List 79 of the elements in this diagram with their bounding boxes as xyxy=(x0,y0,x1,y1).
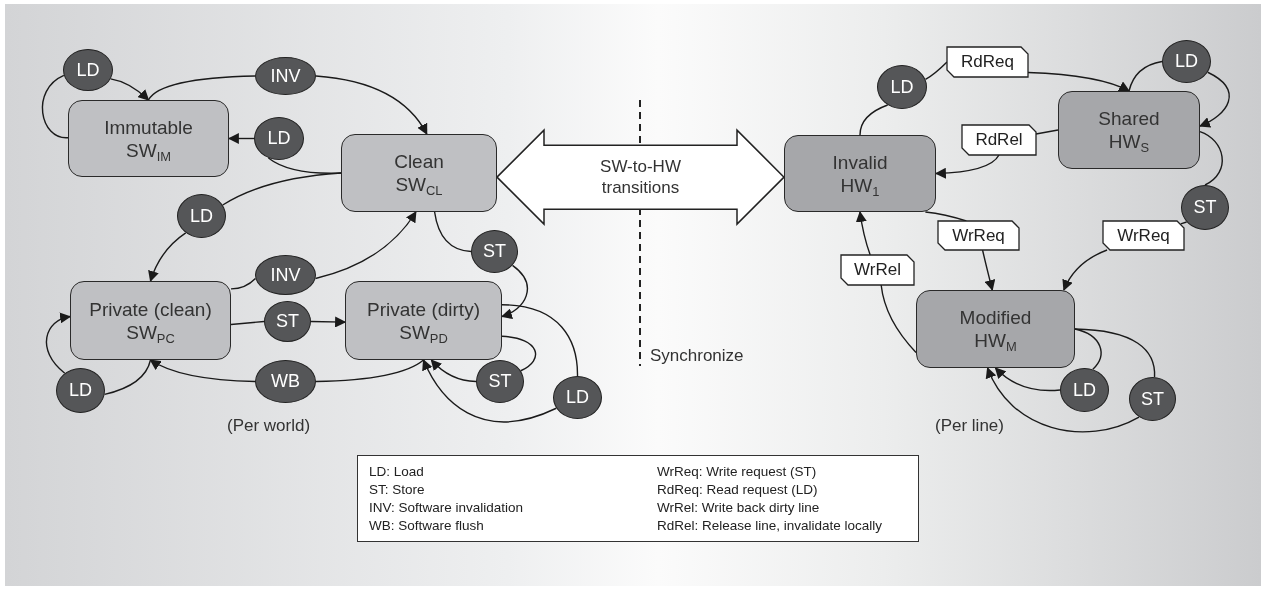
message-tag xyxy=(938,221,1019,250)
message-tag xyxy=(947,47,1028,77)
key-entry: INV: Software invalidation xyxy=(369,500,524,515)
transition-label: ST xyxy=(276,311,299,332)
state-symbol: SW$_{IM}$ xyxy=(126,138,171,162)
key-entry: ST: Store xyxy=(369,482,425,497)
transition-label: WrReq xyxy=(1117,225,1170,246)
transition-label: LD xyxy=(1175,51,1198,72)
transition-arrow xyxy=(315,75,428,135)
transition-arrow xyxy=(310,316,347,328)
transition-label: RdRel xyxy=(975,130,1023,150)
transition-arrow xyxy=(986,367,1140,433)
section-caption: (Per line) xyxy=(935,416,1004,436)
state-symbol: HW$_{S}$ xyxy=(1108,130,1150,153)
transition-arrow xyxy=(148,232,187,283)
transition-arrow xyxy=(422,359,557,423)
transition-arrow xyxy=(227,133,255,144)
state-box xyxy=(1058,91,1200,169)
state-symbol: SW$_{CL}$ xyxy=(395,173,443,196)
message-tag xyxy=(841,255,914,285)
transition-label: RdReq xyxy=(961,52,1014,72)
message-tag xyxy=(1103,221,1184,250)
transition-label: WB xyxy=(271,371,300,392)
state-name: Shared xyxy=(1098,107,1160,130)
transition-arrow xyxy=(430,359,477,383)
edge-label: SW-to-HW transitions xyxy=(599,156,682,199)
key-entry: WrRel: Write back dirty line xyxy=(657,500,820,515)
transition-arrow xyxy=(149,359,256,383)
transition-label: ST xyxy=(483,241,506,262)
transition-arrow xyxy=(500,264,528,319)
transition-label: LD xyxy=(267,128,291,149)
transition-label: INV xyxy=(270,65,301,87)
transition-label: INV xyxy=(270,264,301,286)
transition-arrow xyxy=(1199,71,1230,128)
key-entry: LD: Load xyxy=(369,464,424,479)
section-caption: (Per world) xyxy=(227,416,311,436)
state-name: Private (clean) xyxy=(89,297,212,321)
key-box xyxy=(357,455,919,542)
transition-label: WrReq xyxy=(952,225,1005,246)
divider-label: Synchronize xyxy=(650,346,744,366)
transition-label: WrRel xyxy=(854,260,901,280)
double-arrow xyxy=(495,128,786,226)
key-entry: RdReq: Read request (LD) xyxy=(657,482,818,497)
state-box xyxy=(70,281,231,360)
state-name: Clean xyxy=(394,150,444,173)
key-entry: RdRel: Release line, invalidate locally xyxy=(657,518,883,533)
state-name: Immutable xyxy=(104,115,193,139)
transition-label: LD xyxy=(890,76,914,98)
transition-label: LD xyxy=(1073,379,1096,401)
transition-label: LD xyxy=(69,380,92,401)
transition-label: LD xyxy=(190,205,213,227)
state-symbol: HW$_{1}$ xyxy=(840,173,880,197)
transition-arrow xyxy=(109,78,150,101)
transition-arrow xyxy=(1062,249,1108,291)
transition-arrow xyxy=(994,367,1061,392)
transition-arrow xyxy=(855,210,871,256)
state-symbol: SW$_{PD}$ xyxy=(399,320,448,344)
transition-label: ST xyxy=(1193,197,1217,218)
state-name: Invalid xyxy=(832,150,888,174)
transition-arrow xyxy=(314,211,417,280)
transition-label: LD xyxy=(566,387,589,408)
state-box xyxy=(68,100,229,177)
state-name: Private (dirty) xyxy=(367,297,480,321)
state-box xyxy=(784,135,936,212)
key-entry: WB: Software flush xyxy=(369,518,484,533)
state-box xyxy=(341,134,497,212)
transition-arrow xyxy=(981,249,996,292)
transition-arrow xyxy=(934,154,1000,179)
state-symbol: SW$_{PC}$ xyxy=(126,320,175,344)
transition-label: ST xyxy=(488,371,512,392)
state-box xyxy=(345,281,502,360)
key-entry: WrReq: Write request (ST) xyxy=(657,464,817,479)
transition-arrow xyxy=(45,313,72,374)
state-symbol: HW$_{M}$ xyxy=(974,329,1017,352)
state-name: Modified xyxy=(959,306,1032,329)
message-tag xyxy=(962,125,1036,155)
transition-label: ST xyxy=(1141,388,1164,410)
state-box xyxy=(916,290,1075,368)
transition-label: LD xyxy=(76,59,100,81)
